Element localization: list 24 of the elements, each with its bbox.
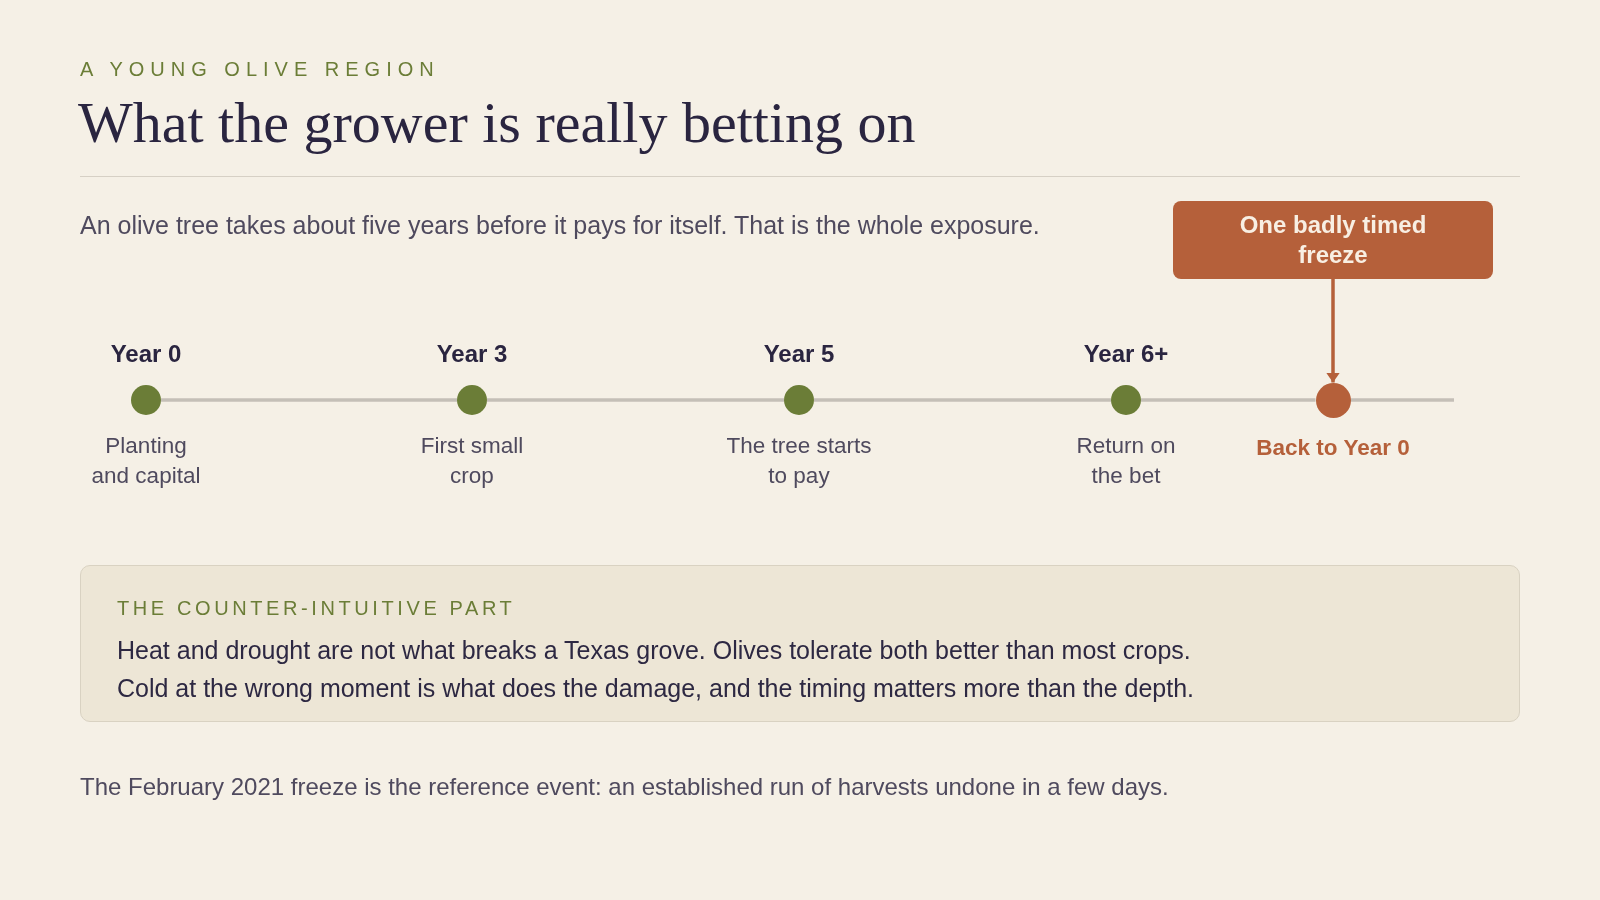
section-heading: THE COUNTER-INTUITIVE PART <box>117 596 516 620</box>
year-label: Year 6+ <box>1083 340 1169 368</box>
note-text: Cold at the wrong moment is what does the damage, and the timing matters more than the depth. <box>117 673 1194 704</box>
intro-text: An olive tree takes about five years before it pays for itself. That is the whole exposure. <box>80 210 1040 241</box>
timeline-track <box>487 398 784 402</box>
outcome-label: Back to Year 0 <box>1256 434 1410 462</box>
timeline-track <box>1141 398 1316 402</box>
eyebrow-label: A YOUNG OLIVE REGION <box>80 57 440 81</box>
footnote-text: The February 2021 freeze is the reference event: an established run of harvests undone in a few days. <box>80 772 1169 802</box>
timeline-track <box>814 398 1111 402</box>
timeline-track <box>1350 398 1454 402</box>
year-label: Year 0 <box>110 340 182 368</box>
warning-callout: One badly timed freeze <box>1173 201 1493 279</box>
note-text: Heat and drought are not what breaks a Texas grove. Olives tolerate both better than most crops. <box>117 635 1191 666</box>
milestone-caption: The tree starts to pay <box>725 432 873 490</box>
note-panel <box>80 565 1520 722</box>
arrow <box>1326 279 1340 383</box>
milestone-caption: Return on the bet <box>1075 432 1177 490</box>
milestone-caption: Planting and capital <box>90 432 202 490</box>
timeline-track <box>161 398 457 402</box>
page-title: What the grower is really betting on <box>78 90 916 156</box>
milestone-caption: First small crop <box>419 432 525 490</box>
year-label: Year 5 <box>763 340 835 368</box>
year-label: Year 3 <box>436 340 508 368</box>
